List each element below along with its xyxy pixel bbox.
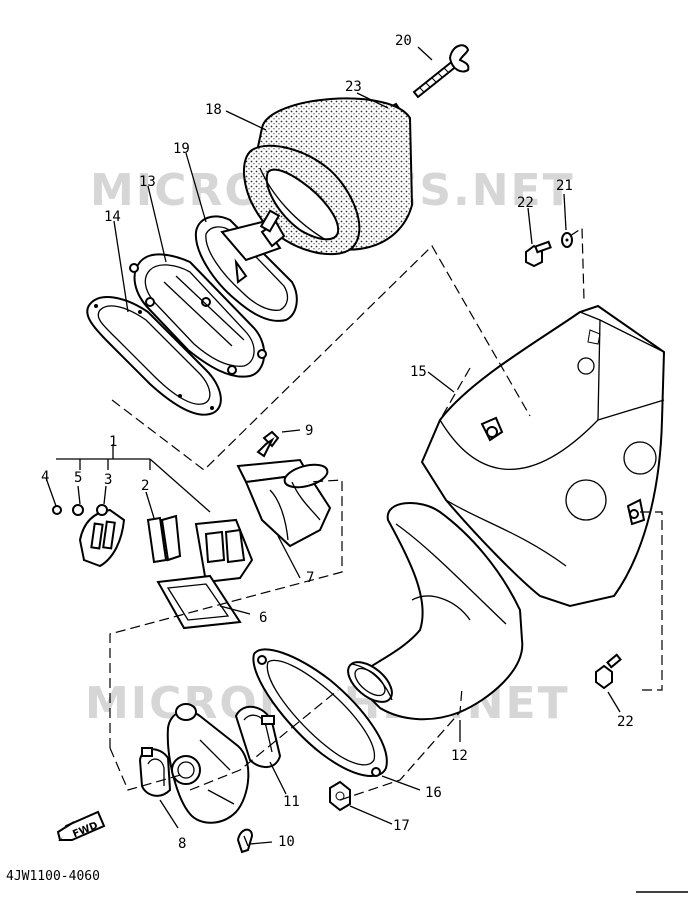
callout-1: 1 <box>109 434 117 450</box>
part-1-reed-valve-assy <box>52 504 254 584</box>
callout-13: 13 <box>139 174 156 190</box>
part-22-bolt-lower <box>595 653 622 690</box>
callout-4: 4 <box>41 469 49 485</box>
fwd-arrow: FWD <box>56 810 106 841</box>
part-8-clamp <box>138 747 172 797</box>
part-14-gasket <box>86 296 222 416</box>
part-15-air-filter-case <box>420 304 666 608</box>
part-11-clamp <box>234 706 282 768</box>
callout-numbers: 20 23 18 19 13 14 22 21 15 9 1 4 5 3 2 7… <box>41 33 634 852</box>
callout-22-lower: 22 <box>617 714 634 730</box>
callout-7: 7 <box>306 570 314 586</box>
callout-5: 5 <box>74 470 82 486</box>
callout-23: 23 <box>345 79 362 95</box>
callout-2: 2 <box>141 478 149 494</box>
carburetor <box>166 703 250 824</box>
part-6-reed-gasket <box>156 574 242 630</box>
callout-15: 15 <box>410 364 427 380</box>
callout-8: 8 <box>178 836 186 852</box>
callout-16: 16 <box>425 785 442 801</box>
callout-12: 12 <box>451 748 468 764</box>
callout-20: 20 <box>395 33 412 49</box>
callout-17: 17 <box>393 818 410 834</box>
assembly-lines <box>109 226 663 801</box>
part-16-duct-gasket <box>252 648 388 778</box>
callout-14: 14 <box>104 209 121 225</box>
callout-18: 18 <box>205 102 222 118</box>
part-19-filter-guide <box>194 209 298 322</box>
part-7-reed-manifold <box>236 458 332 548</box>
callout-19: 19 <box>173 141 190 157</box>
part-20-wing-bolt <box>412 44 470 99</box>
part-13-element-holder <box>129 253 267 378</box>
leader-lines <box>45 46 621 845</box>
part-9-screw <box>256 430 280 458</box>
callout-21: 21 <box>556 178 573 194</box>
callout-22-upper: 22 <box>517 195 534 211</box>
callout-10: 10 <box>278 834 295 850</box>
part-10-clip <box>236 828 254 854</box>
part-17-nut <box>329 780 351 812</box>
diagram-code: 4JW1100-4060 <box>6 869 100 884</box>
callout-11: 11 <box>283 794 300 810</box>
callout-9: 9 <box>305 423 313 439</box>
callout-6: 6 <box>259 610 267 626</box>
part-21-washer <box>561 232 573 248</box>
callout-3: 3 <box>104 472 112 488</box>
part-22-bolt-upper <box>525 240 552 268</box>
